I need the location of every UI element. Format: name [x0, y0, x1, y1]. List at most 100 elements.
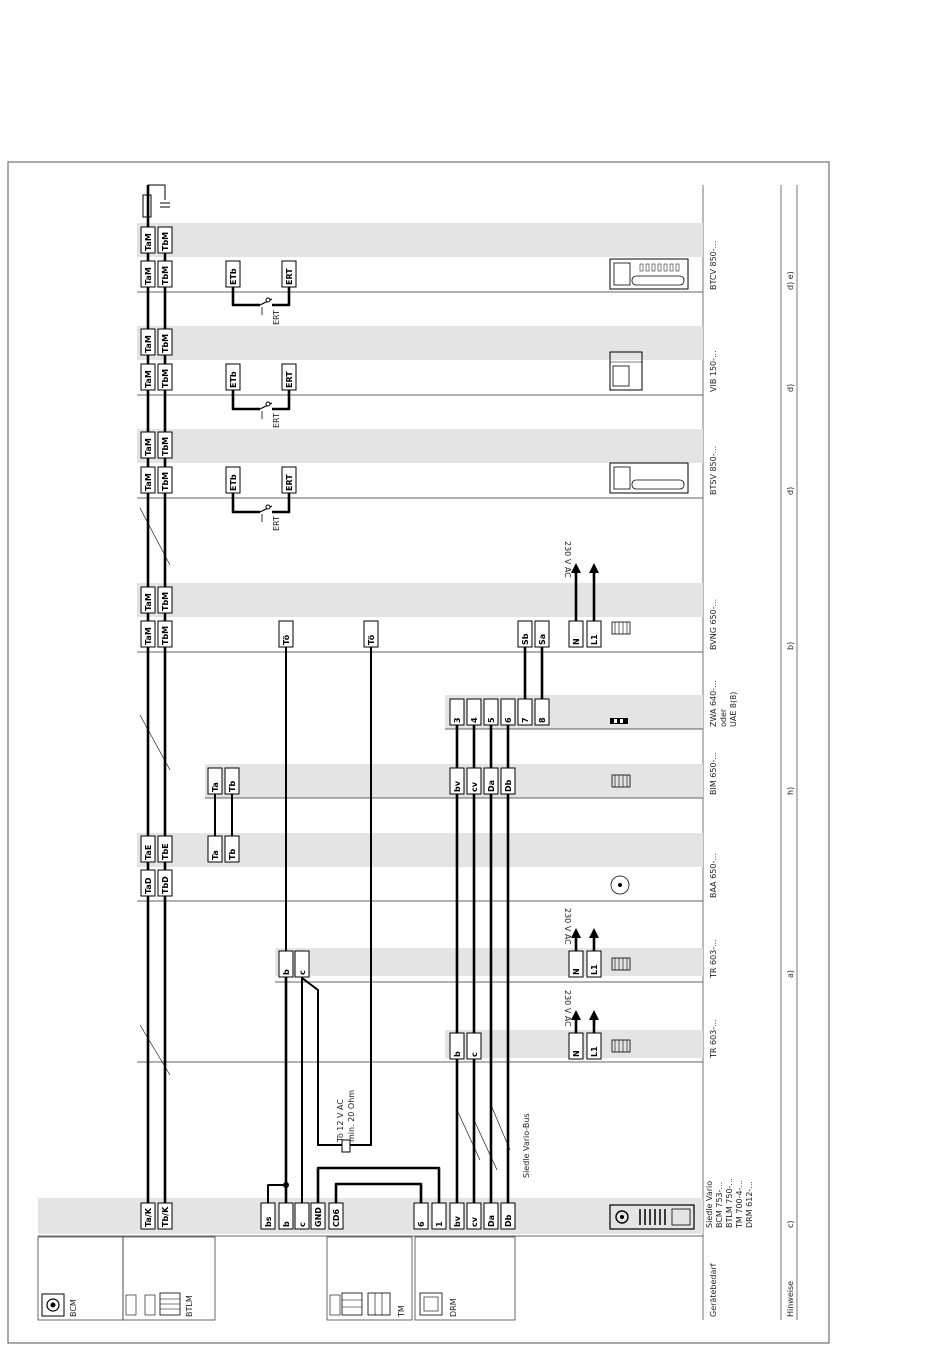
- device-icons: [609, 258, 695, 1230]
- terminal-box: TbM: [157, 260, 173, 288]
- terminal-band: [137, 223, 703, 257]
- section-separators: [38, 291, 703, 1237]
- terminal-frame: [483, 698, 499, 726]
- terminal-box: TaM: [140, 431, 156, 459]
- module-icon: [611, 774, 631, 788]
- terminal-box: b: [449, 1032, 465, 1060]
- terminal-label: GND: [314, 1207, 323, 1227]
- wire: [334, 1182, 423, 1210]
- terminal-label: TaM: [144, 267, 153, 285]
- terminal-box: 3: [449, 698, 465, 726]
- display-icon: [419, 1292, 443, 1316]
- terminal-label: Ta: [211, 850, 220, 860]
- terminal-frame: [568, 1032, 584, 1060]
- terminal-label: TbM: [161, 626, 170, 645]
- terminal-label: ERT: [285, 371, 294, 388]
- terminal-box: ERT: [281, 466, 297, 494]
- terminal-label: Db: [504, 1214, 513, 1227]
- terminal-box: Tö: [363, 620, 379, 648]
- terminal-box: Ta: [207, 767, 223, 795]
- terminal-box: Tb: [224, 835, 240, 863]
- terminal-label: cv: [470, 1216, 479, 1227]
- supply-arrow: [571, 1010, 581, 1020]
- terminal-frame: [281, 363, 297, 391]
- terminal-box: L1: [586, 1032, 602, 1060]
- video-station-icon: [609, 351, 643, 391]
- hinweise-label: Hinweise: [786, 1281, 795, 1317]
- terminal-box: TbM: [157, 586, 173, 614]
- terminal-label: 6: [504, 717, 513, 723]
- terminal-label: cv: [470, 781, 479, 792]
- terminal-label: ETb: [229, 474, 238, 491]
- terminal-box: TaE: [140, 835, 156, 863]
- terminal-box: TaM: [140, 260, 156, 288]
- terminal-frame: [207, 767, 223, 795]
- terminal-label: bs: [264, 1216, 273, 1227]
- terminal-frame: [466, 1032, 482, 1060]
- terminal-frame: [140, 363, 156, 391]
- terminal-frame: [466, 698, 482, 726]
- terminal-frame: [278, 950, 294, 978]
- terminal-label: Tb/K: [161, 1206, 170, 1227]
- device-label-zwa-2: oder: [719, 708, 728, 727]
- terminal-box: 5: [483, 698, 499, 726]
- to-resistor: [341, 1139, 351, 1153]
- device-note-tr2: a): [786, 970, 795, 978]
- terminal-label: L1: [590, 1046, 599, 1057]
- main-device-line: Siedle Vario: [705, 1181, 714, 1228]
- terminal-box: ETb: [225, 466, 241, 494]
- terminal-box: 8: [534, 698, 550, 726]
- junction-dot: [283, 1182, 289, 1188]
- device-label-btsv: BTSV 850-...: [709, 446, 718, 495]
- terminal-band: [275, 948, 703, 976]
- terminal-frame: [225, 260, 241, 288]
- main-device-list: Siedle Vario BCM 753-... BTLM 750-... TM…: [705, 1178, 754, 1229]
- wire: [350, 636, 372, 1146]
- device-label-tr1: TR 603-...: [709, 1019, 718, 1059]
- keypad-icon: [329, 1294, 341, 1316]
- to-label-2: min. 20 Ohm: [347, 1090, 356, 1142]
- terminal-band: [137, 326, 703, 360]
- terminal-frame: [140, 466, 156, 494]
- terminal-box: ETb: [225, 363, 241, 391]
- terminal-band: [38, 1198, 703, 1234]
- terminal-box: GND: [310, 1202, 326, 1230]
- bus-tick: [139, 714, 171, 771]
- bus-tick: [139, 507, 171, 566]
- terminal-frame: [140, 620, 156, 648]
- module-bcm-box: [37, 1236, 124, 1321]
- main-device-line: DRM 612-...: [745, 1181, 754, 1228]
- terminal-box: TaM: [140, 328, 156, 356]
- terminal-label: TbM: [161, 437, 170, 456]
- supply-arrow: [589, 928, 599, 938]
- terminal-box: N: [568, 950, 584, 978]
- terminal-frame: [294, 1202, 310, 1230]
- switch-pivot: [265, 297, 271, 303]
- wire: [147, 184, 166, 200]
- terminal-label: 8: [538, 717, 547, 723]
- button-module-icon: [125, 1294, 137, 1316]
- device-note-btsv: d): [786, 487, 795, 495]
- bus-label: Siedle Vario-Bus: [522, 1113, 531, 1178]
- terminal-label: ERT: [285, 474, 294, 491]
- terminal-frame: [413, 1202, 429, 1230]
- terminal-label: TaM: [144, 233, 153, 251]
- terminal-frame: [224, 767, 240, 795]
- terminal-label: TaM: [144, 593, 153, 611]
- voltage-label-tr2: 230 V AC: [563, 908, 572, 945]
- bus-line: [473, 1119, 498, 1171]
- handset-station-icon: [609, 462, 689, 494]
- terminal-label: TbM: [161, 334, 170, 353]
- terminal-frame: [281, 260, 297, 288]
- terminal-label: Sb: [521, 633, 530, 645]
- module-label-tm: TM: [397, 1305, 406, 1318]
- main-device-line: TM 700-4-...: [735, 1180, 744, 1229]
- device-labels: TR 603-... TR 603-... a) BAA 650-... BIM…: [709, 241, 795, 1059]
- terminal-box: bv: [449, 1202, 465, 1230]
- module-btlm-box: [122, 1236, 216, 1321]
- voltage-label-tr1: 230 V AC: [563, 990, 572, 1027]
- terminal-label: b: [453, 1051, 462, 1057]
- terminal-box: 6: [413, 1202, 429, 1230]
- terminal-box: TbM: [157, 328, 173, 356]
